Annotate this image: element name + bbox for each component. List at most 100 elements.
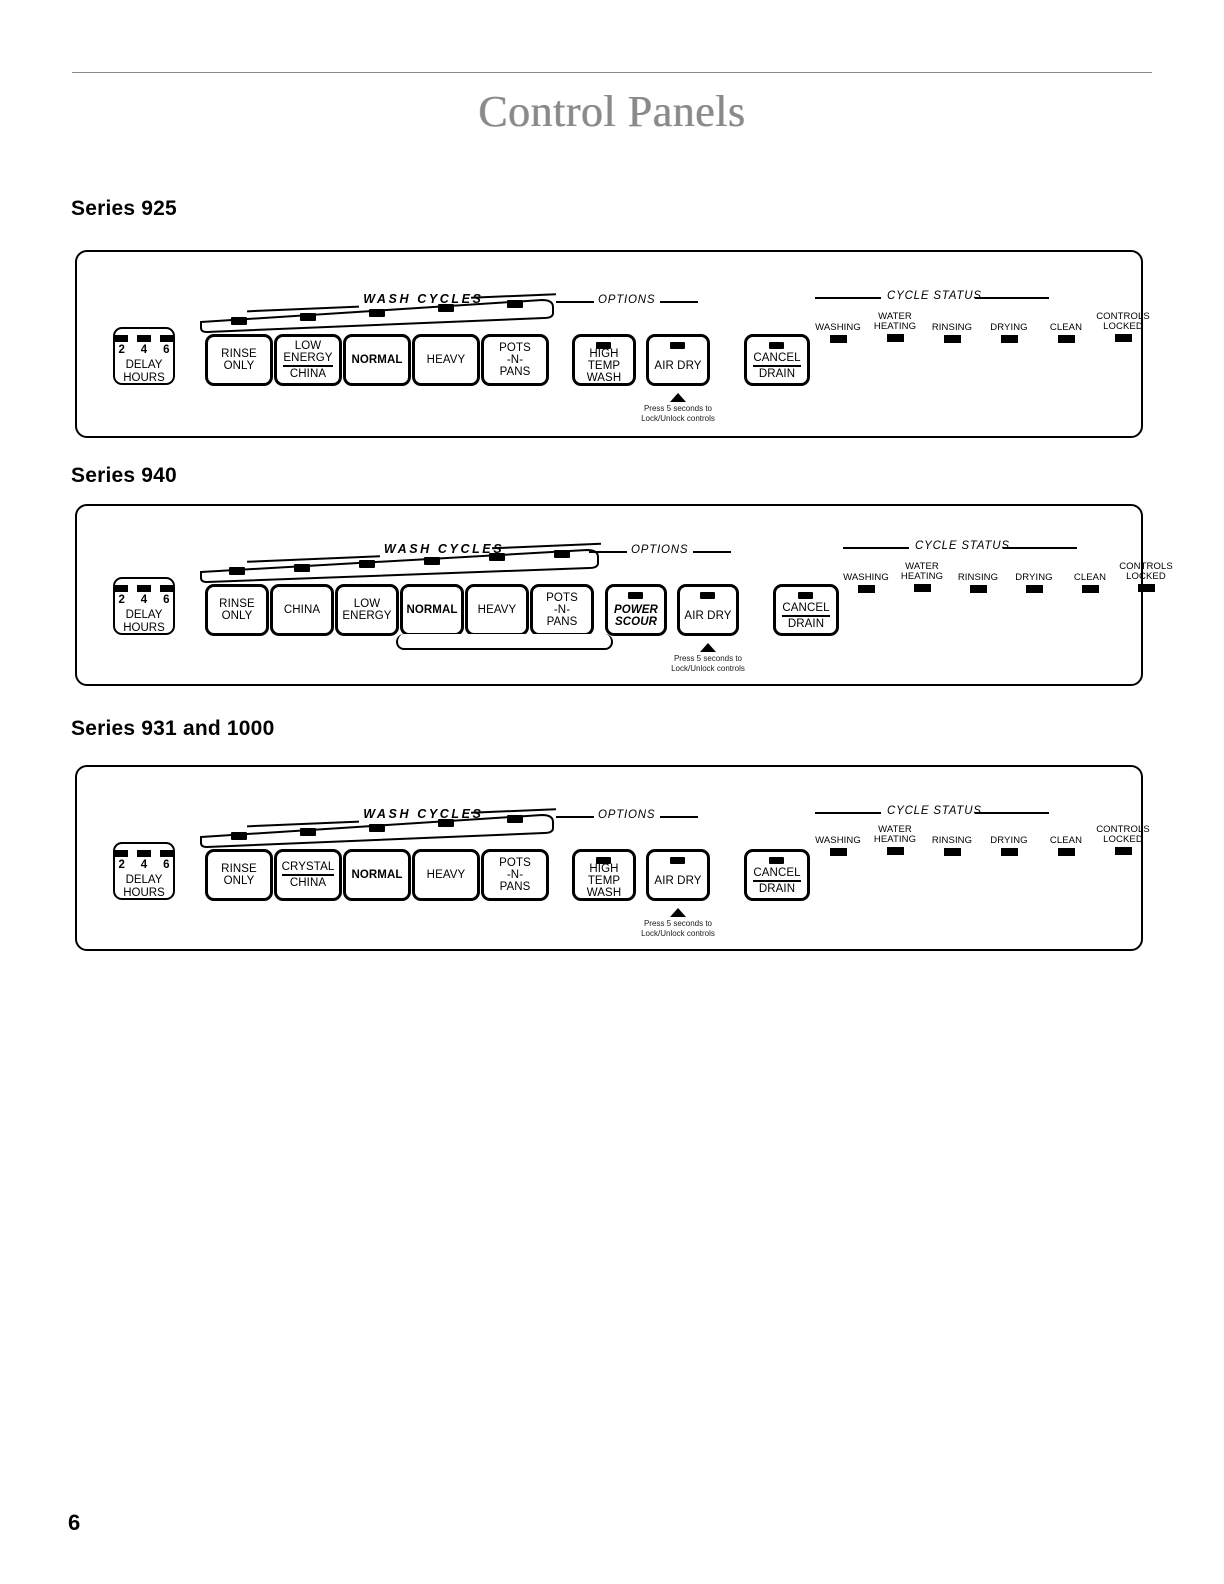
- wash-cycle-led-0: [231, 832, 247, 840]
- cycle-status-led-4: [1057, 847, 1075, 856]
- button-label-line: ENERGY: [342, 610, 392, 622]
- wash-cycle-button-pots--n--pans[interactable]: POTS-N-PANS: [481, 334, 549, 386]
- option-led-1: [670, 857, 685, 864]
- cycle-status-label-line: CONTROLS: [1096, 311, 1150, 322]
- button-label-line: HEAVY: [477, 603, 517, 616]
- cycle-status-label-line: WASHING: [843, 572, 889, 583]
- wash-cycle-button-china[interactable]: CHINA: [270, 584, 334, 636]
- wash-cycle-button-heavy[interactable]: HEAVY: [412, 849, 480, 901]
- options-caption: OPTIONS: [598, 809, 656, 821]
- cycle-status-label-line: LOCKED: [1126, 570, 1166, 582]
- wash-cycle-led-0: [231, 317, 247, 325]
- cycle-status-label-line: RINSING: [931, 835, 973, 846]
- page-title: Control Panels: [478, 87, 746, 136]
- option-led-1: [670, 342, 685, 349]
- cycle-status-clean: CLEAN: [1037, 323, 1095, 343]
- cycle-status-label-line: DRYING: [990, 835, 1028, 846]
- wash-cycle-button-normal[interactable]: NORMAL: [400, 584, 464, 636]
- wash-cycle-button-normal[interactable]: NORMAL: [343, 334, 411, 386]
- wash-cycle-button-heavy[interactable]: HEAVY: [465, 584, 529, 636]
- button-label-line: HIGH: [589, 862, 619, 875]
- delay-hours-label-line: HOURS: [123, 371, 165, 384]
- delay-hour-number: 4: [140, 344, 148, 356]
- button-label-line: DRAIN: [758, 883, 796, 895]
- wash-cycle-button-normal[interactable]: NORMAL: [343, 849, 411, 901]
- wash-cycle-led-0: [229, 567, 245, 575]
- cycle-status-caption: CYCLE STATUS: [915, 540, 1010, 552]
- button-label-line: CRYSTAL: [281, 861, 335, 876]
- cycle-status-led-1: [886, 846, 904, 855]
- option-button-air-dry[interactable]: AIR DRY: [646, 334, 710, 386]
- delay-hour-number: 6: [163, 594, 170, 606]
- lock-note-arrow-icon: [670, 393, 686, 402]
- wash-cycle-led-2: [369, 823, 385, 832]
- lock-note-line: Lock/Unlock controls: [671, 664, 745, 673]
- option-button-air-dry[interactable]: AIR DRY: [646, 849, 710, 901]
- button-label-line: LOW: [353, 597, 381, 610]
- button-label-line: TEMP: [587, 359, 621, 372]
- button-label-line: WASH: [586, 372, 622, 385]
- delay-led-2: [159, 335, 173, 342]
- button-label-line: AIR DRY: [654, 874, 702, 887]
- cycle-status-drying: DRYING: [980, 836, 1038, 856]
- header-rule: [72, 72, 1152, 73]
- option-button-air-dry[interactable]: AIR DRY: [677, 584, 739, 636]
- button-label-line: CANCEL: [782, 602, 830, 617]
- delay-hours-numbers: 2 4 6: [115, 344, 173, 356]
- cycle-status-label-line: CLEAN: [1049, 835, 1083, 846]
- button-label-line: DRAIN: [787, 618, 825, 630]
- cycle-status-led-5: [1114, 333, 1132, 342]
- wash-cycle-button-pots--n--pans[interactable]: POTS-N-PANS: [530, 584, 594, 636]
- cycle-status-label-line: HEATING: [900, 570, 944, 582]
- button-label-line: -N-: [553, 603, 571, 616]
- cycle-status-label-line: LOCKED: [1103, 320, 1143, 332]
- cycle-status-rule-right: [975, 812, 1049, 814]
- delay-hour-number: 6: [163, 344, 170, 356]
- wash-cycles-caption: WASH CYCLES: [383, 542, 505, 556]
- wash-cycle-button-pots--n--pans[interactable]: POTS-N-PANS: [481, 849, 549, 901]
- cycle-status-led-5: [1137, 583, 1155, 592]
- cycle-status-led-0: [829, 334, 847, 343]
- wash-cycle-led-1: [294, 563, 310, 572]
- cycle-status-label-line: HEATING: [873, 320, 917, 332]
- button-label-line: HEAVY: [426, 868, 466, 881]
- cycle-status-label-line: RINSING: [931, 322, 973, 333]
- delay-hour-number: 2: [118, 344, 125, 356]
- wash-cycle-led-1: [300, 827, 316, 836]
- wash-cycle-button-heavy[interactable]: HEAVY: [412, 334, 480, 386]
- delay-hour-number: 2: [118, 859, 125, 871]
- cycle-status-label-line: WASHING: [815, 835, 861, 846]
- wash-cycles-caption: WASH CYCLES: [363, 807, 484, 821]
- button-label-line: CHINA: [289, 368, 327, 381]
- cycle-status-label-line: DRYING: [990, 322, 1028, 333]
- cycle-status-rule-left: [815, 297, 881, 299]
- wash-cycle-led-4: [507, 815, 523, 823]
- cycle-status-led-0: [829, 847, 847, 856]
- cycle-status-caption: CYCLE STATUS: [887, 290, 982, 302]
- cycle-status-clean: CLEAN: [1061, 573, 1119, 593]
